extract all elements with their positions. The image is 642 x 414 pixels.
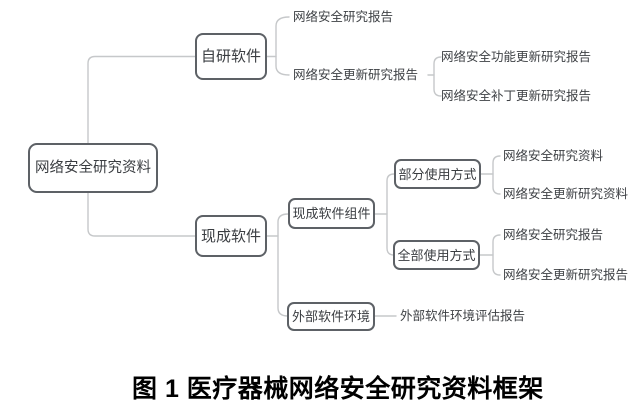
node-cybersecurity-research-materials: 网络安全研究资料 bbox=[28, 143, 158, 193]
label-function-update-research-report: 网络安全功能更新研究报告 bbox=[441, 49, 592, 64]
label-partial-research-materials: 网络安全研究资料 bbox=[503, 148, 604, 163]
edge-root-to-off-the-shelf bbox=[87, 192, 196, 237]
node-partial-use-mode: 部分使用方式 bbox=[394, 159, 481, 189]
label-patch-update-research-report: 网络安全补丁更新研究报告 bbox=[441, 88, 592, 103]
figure-caption: 图 1 医疗器械网络安全研究资料框架 bbox=[132, 375, 544, 403]
node-off-the-shelf-software: 现成软件 bbox=[195, 215, 267, 257]
label-external-environment-assessment-report: 外部软件环境评估报告 bbox=[400, 308, 526, 323]
bracket-update-report-children bbox=[433, 56, 442, 97]
edge-root-to-self-developed bbox=[87, 55, 196, 144]
node-full-use-mode: 全部使用方式 bbox=[393, 240, 480, 270]
bracket-component-children bbox=[386, 173, 395, 256]
bracket-self-developed-children bbox=[275, 16, 290, 76]
label-full-update-research-report: 网络安全更新研究报告 bbox=[503, 267, 629, 282]
label-cybersecurity-update-research-report: 网络安全更新研究报告 bbox=[293, 67, 419, 82]
bracket-partial-use-children bbox=[492, 155, 501, 195]
label-partial-update-research-materials: 网络安全更新研究资料 bbox=[503, 186, 629, 201]
label-full-research-report: 网络安全研究报告 bbox=[503, 227, 604, 242]
bracket-off-the-shelf-children bbox=[277, 213, 289, 317]
node-external-software-environment: 外部软件环境 bbox=[287, 302, 375, 331]
bracket-full-use-children bbox=[492, 234, 501, 276]
node-self-developed-software: 自研软件 bbox=[195, 33, 267, 80]
node-ots-software-component: 现成软件组件 bbox=[288, 198, 375, 229]
label-cybersecurity-research-report: 网络安全研究报告 bbox=[293, 9, 394, 24]
